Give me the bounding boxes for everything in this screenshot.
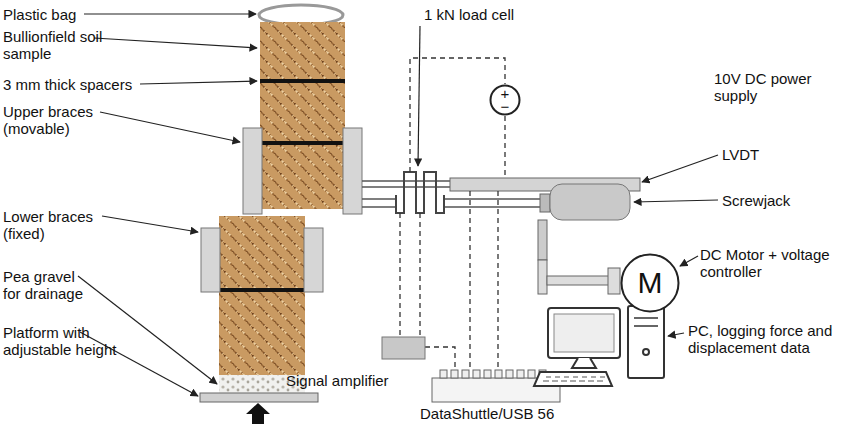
upper-soil-stack bbox=[260, 22, 345, 209]
part-label: Signal amplifier bbox=[286, 372, 416, 389]
upper-brace bbox=[343, 128, 362, 214]
part-label: Bullionfield soil sample bbox=[3, 28, 113, 62]
screwjack-shaft bbox=[538, 220, 547, 260]
part-label: Lower braces (fixed) bbox=[3, 208, 113, 242]
part-label: Plastic bag bbox=[3, 6, 153, 23]
lower-brace bbox=[304, 228, 323, 292]
signal-amplifier bbox=[382, 337, 425, 359]
symbol-text: − bbox=[501, 100, 510, 113]
screwjack bbox=[550, 184, 630, 220]
part-label: DataShuttle/USB 56 bbox=[420, 405, 600, 422]
symbol-text: M bbox=[638, 266, 663, 300]
motor-mount bbox=[608, 268, 620, 294]
part-label: LVDT bbox=[722, 146, 822, 163]
part-label: Screwjack bbox=[722, 192, 832, 209]
power-supply-symbol: +− bbox=[489, 84, 521, 116]
part-label: PC, logging force and displacement data bbox=[688, 322, 844, 356]
motor-symbol: M bbox=[620, 253, 680, 313]
screwjack-collar bbox=[540, 194, 550, 212]
part-label: Upper braces (movable) bbox=[3, 103, 113, 137]
part-label: 3 mm thick spacers bbox=[3, 76, 163, 93]
pc bbox=[534, 306, 664, 386]
lower-soil-stack bbox=[219, 216, 305, 393]
part-label: Pea gravel for drainage bbox=[3, 268, 93, 302]
lift-arrow bbox=[246, 403, 270, 424]
upper-brace bbox=[243, 128, 262, 214]
leader-arrows bbox=[78, 14, 718, 396]
part-label: Platform with adjustable height bbox=[3, 324, 129, 358]
part-label: 1 kN load cell bbox=[424, 6, 564, 23]
motor-shaft bbox=[547, 276, 612, 285]
symbol-text: + bbox=[501, 87, 510, 100]
coupling bbox=[538, 260, 547, 294]
platform bbox=[200, 393, 318, 402]
load-cell bbox=[396, 172, 444, 213]
part-label: DC Motor + voltage controller bbox=[700, 246, 840, 280]
part-label: 10V DC power supply bbox=[714, 70, 826, 104]
lower-brace bbox=[201, 228, 220, 292]
